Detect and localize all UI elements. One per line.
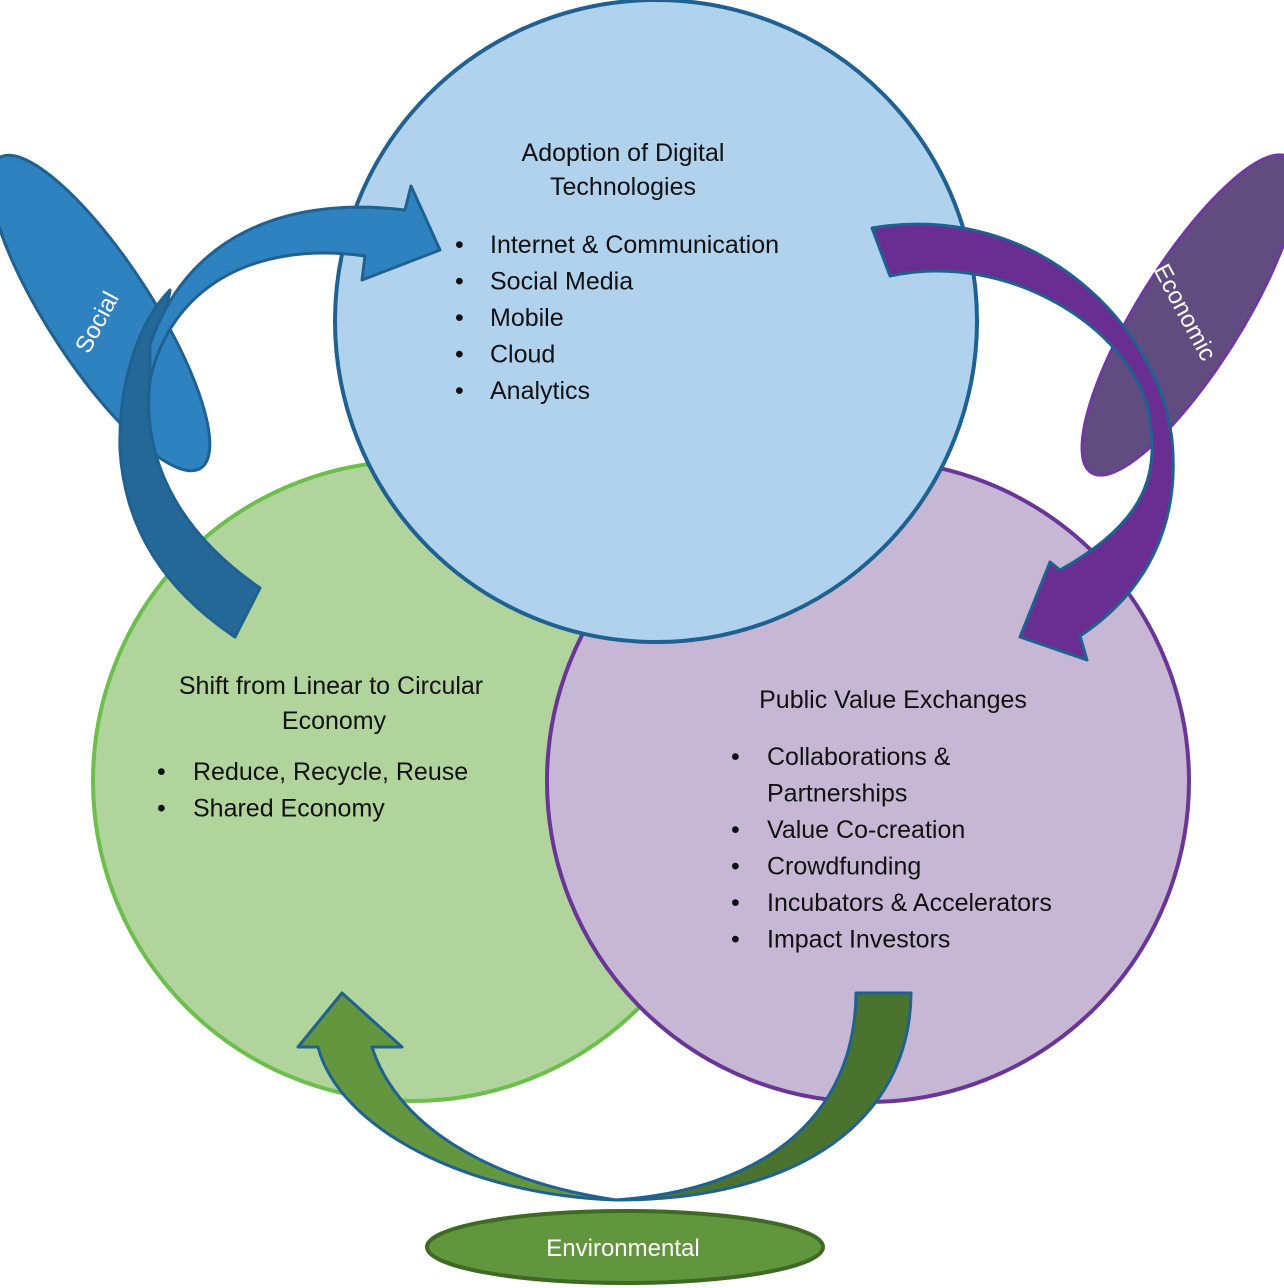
circular-item: Shared Economy [193,795,385,823]
public-value-items-list: • Collaborations & Partnerships • Value Co-c… [731,743,1052,954]
digital-item: Internet & Communication [490,231,779,259]
dimension-environmental-label: Environmental [546,1235,699,1262]
digital-items-list: • Internet & Communication • Social Media • M… [455,231,779,405]
economic-arrow [870,222,1175,662]
social-arrow-head [148,184,442,382]
circular-item: Reduce, Recycle, Reuse [193,758,468,786]
digital-bullet-icon: • [455,377,464,405]
digital-bullet-icon: • [455,231,464,259]
digital-title-line-2: Technologies [550,173,696,201]
public-value-bullet-icon: • [731,926,740,954]
digital-item: Social Media [490,268,633,296]
public-value-item: Collaborations & [767,743,951,771]
digital-item: Cloud [490,341,555,369]
social-arrow-tail [118,288,262,639]
environmental-arrow-head [296,991,618,1202]
public-value-bullet-icon: • [731,816,740,844]
public-value-title: Public Value Exchanges [759,686,1027,714]
environmental-arrow-tail [614,991,913,1202]
circular-items-list: • Reduce, Recycle, Reuse • Shared Economy [157,758,468,823]
dimension-economic [1080,153,1284,477]
circular-bullet-icon: • [157,758,166,786]
digital-bullet-icon: • [455,341,464,369]
public-value-item: Value Co-creation [767,816,965,844]
digital-item: Mobile [490,304,564,332]
public-value-item: Partnerships [767,780,907,808]
digital-item: Analytics [490,377,590,405]
public-value-item: Incubators & Accelerators [767,889,1052,917]
digital-bullet-icon: • [455,304,464,332]
public-value-item: Crowdfunding [767,853,921,881]
digital-title-line-1: Adoption of Digital [522,139,725,167]
circular-title-line-2: Economy [282,707,387,735]
public-value-bullet-icon: • [731,853,740,881]
circle-digital-technologies [333,0,979,644]
public-value-item: Impact Investors [767,926,950,954]
circular-bullet-icon: • [157,795,166,823]
public-value-bullet-icon: • [731,889,740,917]
public-value-bullet-icon: • [731,743,740,771]
dimension-social [0,153,212,473]
dimension-environmental [425,1209,825,1285]
digital-bullet-icon: • [455,268,464,296]
circular-title-line-1: Shift from Linear to Circular [179,672,483,700]
